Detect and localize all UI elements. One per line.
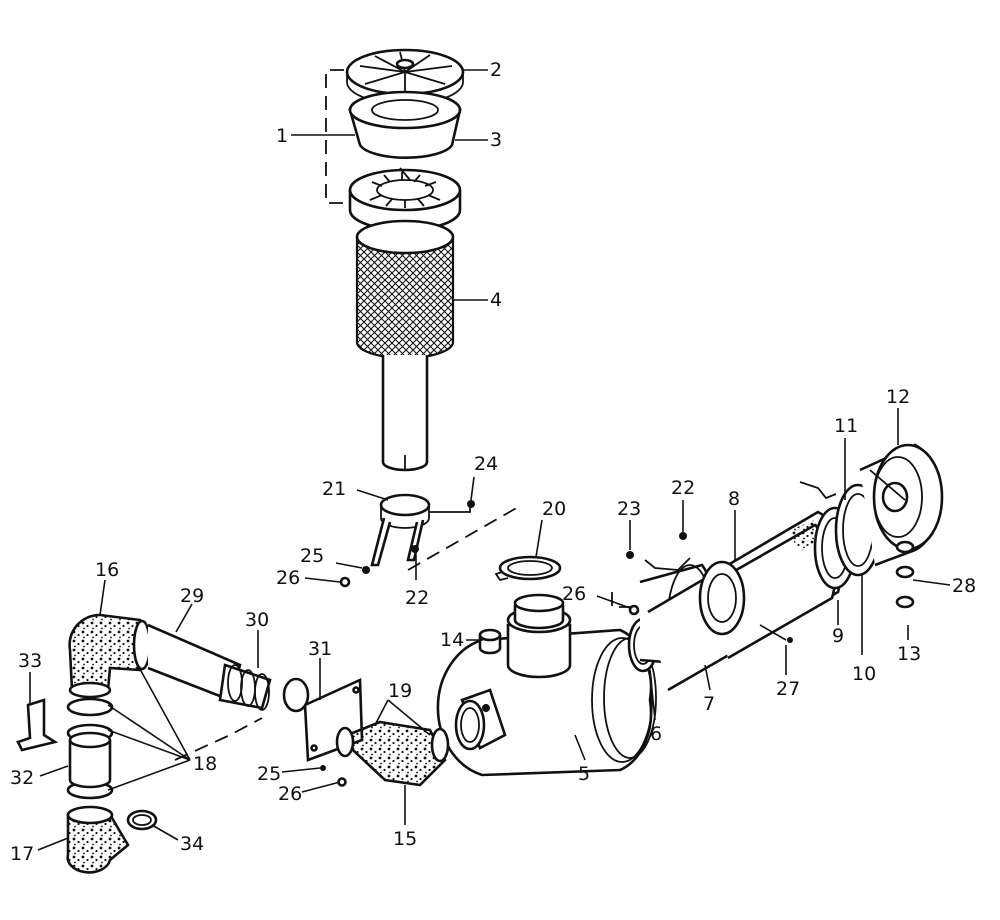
callout-22a: 22: [405, 587, 429, 609]
bolt-part-25b-dot: [320, 765, 326, 771]
callout-29: 29: [180, 585, 204, 607]
callout-26a: 26: [276, 567, 300, 589]
callout-7: 7: [703, 693, 715, 715]
callout-27: 27: [776, 678, 800, 700]
inlet-tube: [381, 355, 429, 472]
callout-25a: 25: [300, 545, 324, 567]
precleaner-vane-ring: [348, 167, 462, 232]
pipe-section-part-32: [68, 731, 112, 789]
bolt-part-27-dot: [787, 637, 793, 643]
callout-31: 31: [308, 638, 332, 660]
callout-15: 15: [393, 828, 417, 850]
assembly-dashed-line-2: [407, 505, 521, 571]
callout-10: 10: [852, 663, 876, 685]
callout-34: 34: [180, 833, 204, 855]
callout-9: 9: [832, 625, 844, 647]
nut-part-22b-dot: [679, 532, 687, 540]
callout-6: 6: [650, 723, 662, 745]
callout-4: 4: [490, 289, 502, 311]
callout-23: 23: [617, 498, 641, 520]
elbow-hose-part-16: [68, 613, 152, 699]
nut-part-23-dot: [626, 551, 634, 559]
clip-parts-13-28: [895, 540, 915, 609]
callout-13: 13: [897, 643, 921, 665]
callout-22b: 22: [671, 477, 695, 499]
callout-33: 33: [18, 650, 42, 672]
callout-5: 5: [578, 763, 590, 785]
callout-24: 24: [474, 453, 498, 475]
callout-2: 2: [490, 59, 502, 81]
assembly-dashed-line-3: [611, 592, 636, 608]
elbow-hose-part-17: [66, 805, 130, 874]
mounting-bracket-part-21: [370, 493, 475, 567]
callout-17: 17: [10, 843, 34, 865]
elbow-hose-part-15: [335, 720, 450, 787]
callout-26b: 26: [562, 583, 586, 605]
callout-12: 12: [886, 386, 910, 408]
callout-32: 32: [10, 767, 34, 789]
callout-20: 20: [542, 498, 566, 520]
mesh-screen-part-4: [355, 219, 455, 360]
latch-part-11: [799, 481, 837, 500]
leader-lines: [29, 69, 951, 851]
callout-19: 19: [388, 680, 412, 702]
callout-8: 8: [728, 488, 740, 510]
hose-clamp-part-20: [494, 555, 562, 582]
assembly-dashed-line-18: [174, 717, 263, 761]
filter-element-part-8: [647, 510, 843, 692]
bracket-part-33: [16, 698, 59, 752]
callout-21: 21: [322, 478, 346, 500]
callout-16: 16: [95, 559, 119, 581]
end-cover-part-12: [859, 443, 944, 567]
callout-11: 11: [834, 415, 858, 437]
hose-clamp-part-34: [126, 809, 158, 831]
callout-28: 28: [952, 575, 976, 597]
precleaner-cap-part-2: [345, 48, 465, 105]
precleaner-bowl-part-3: [348, 90, 462, 159]
callout-26c: 26: [278, 783, 302, 805]
callout-1: 1: [276, 125, 288, 147]
callout-14: 14: [440, 629, 464, 651]
callout-18: 18: [193, 753, 217, 775]
assembly-dashed-line-1: [325, 69, 350, 204]
callout-30: 30: [245, 609, 269, 631]
callout-25b: 25: [257, 763, 281, 785]
flex-hose-part-30: [218, 663, 272, 711]
bolt-nut-small-parts: [339, 545, 419, 588]
washer-part-26b-dot: [628, 604, 640, 616]
dust-valve-part-14: [478, 628, 502, 655]
filter-housing-part-5: [436, 593, 657, 777]
callout-3: 3: [490, 129, 502, 151]
